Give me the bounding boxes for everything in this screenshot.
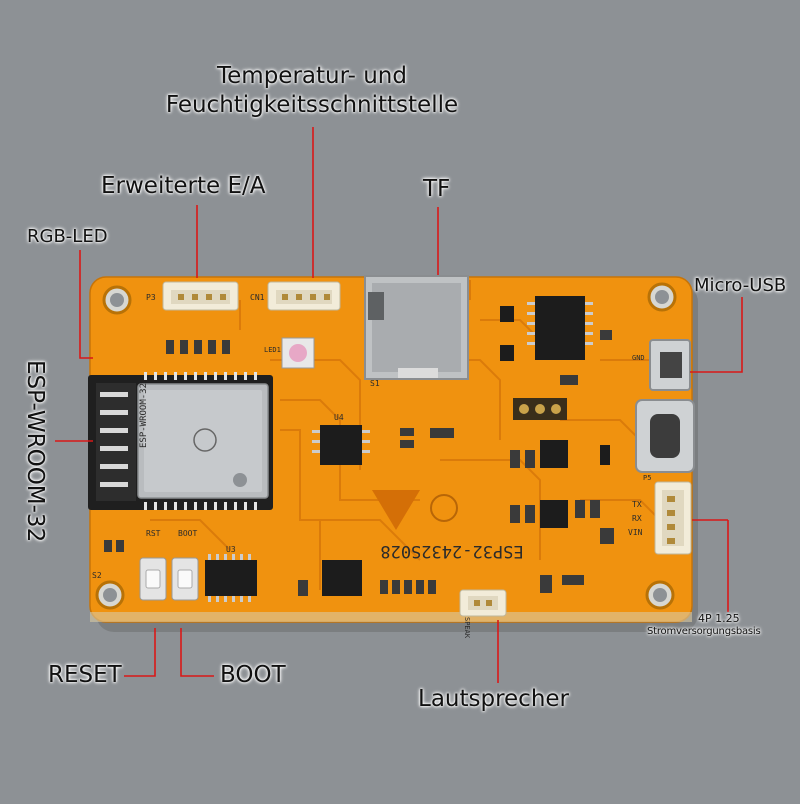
label-power-line2: Stromversorgungsbasis xyxy=(647,626,761,637)
module-silk-text: ESP-WROOM-32 xyxy=(139,383,149,448)
label-micro-usb: Micro-USB xyxy=(694,275,787,296)
tx-silk: TX xyxy=(632,500,642,509)
label-expanded-io: Erweiterte E/A xyxy=(101,173,266,199)
led1-silk: LED1 xyxy=(264,346,281,354)
passive-components xyxy=(104,330,614,596)
p3-connector: P3 xyxy=(146,281,239,311)
mounting-holes xyxy=(95,282,677,610)
cn1-silk: CN1 xyxy=(250,293,265,302)
boot-button[interactable]: BOOT xyxy=(171,529,199,601)
label-speaker: Lautsprecher xyxy=(418,686,570,712)
leader-micro-usb xyxy=(690,297,743,373)
p3-silk: P3 xyxy=(146,293,156,302)
leader-boot xyxy=(180,628,214,677)
rx-silk: RX xyxy=(632,514,642,523)
pcb-edge xyxy=(90,612,692,622)
label-temp-line1: Temperatur- und xyxy=(217,63,407,89)
board-name-silk: ESP32-2432S028 xyxy=(380,541,523,561)
leader-reset xyxy=(124,628,156,677)
s1-silk: S1 xyxy=(370,379,380,388)
leader-rgb-led xyxy=(79,250,93,359)
reset-button[interactable]: RST xyxy=(139,529,167,601)
tf-card-slot: S1 xyxy=(364,275,469,388)
u4-chip: U4 xyxy=(312,413,370,465)
cn1-connector: CN1 xyxy=(250,281,341,311)
rst-silk: RST xyxy=(146,529,161,538)
speaker-connector: SPEAK xyxy=(459,589,507,639)
speak-silk: SPEAK xyxy=(463,617,471,639)
u3-chip: U3 xyxy=(205,545,257,602)
level-shifter-chip xyxy=(527,296,593,360)
label-tf: TF xyxy=(423,176,451,202)
brand-logo xyxy=(372,490,458,530)
transistors xyxy=(500,306,610,528)
label-power-line1: 4P 1.25 xyxy=(698,612,740,625)
micro-usb-port: GND xyxy=(632,339,691,391)
vin-silk: VIN xyxy=(628,528,643,537)
label-esp-wroom-32: ESP-WROOM-32 xyxy=(22,360,48,543)
p5-silk: P5 xyxy=(643,474,651,482)
label-boot: BOOT xyxy=(220,662,286,688)
label-rgb-led: RGB-LED xyxy=(27,226,108,247)
u3-silk: U3 xyxy=(226,545,236,554)
gnd-silk: GND xyxy=(632,354,645,362)
label-reset: RESET xyxy=(48,662,122,688)
test-pins xyxy=(513,398,567,420)
amp-chip xyxy=(322,560,362,596)
u4-silk: U4 xyxy=(334,413,344,422)
label-temp-line2: Feuchtigkeitsschnittstelle xyxy=(165,92,459,118)
boot-silk: BOOT xyxy=(178,529,197,538)
p5-power-connector: P5 TX RX VIN xyxy=(628,474,692,555)
resistor-array xyxy=(166,340,230,354)
esp-wroom-32-module: ESP-WROOM-32 xyxy=(88,372,273,510)
usb-c-port xyxy=(635,399,695,473)
s2-silk: S2 xyxy=(92,571,102,580)
rgb-led-component: LED1 xyxy=(264,337,315,369)
leader-lines xyxy=(55,127,743,683)
